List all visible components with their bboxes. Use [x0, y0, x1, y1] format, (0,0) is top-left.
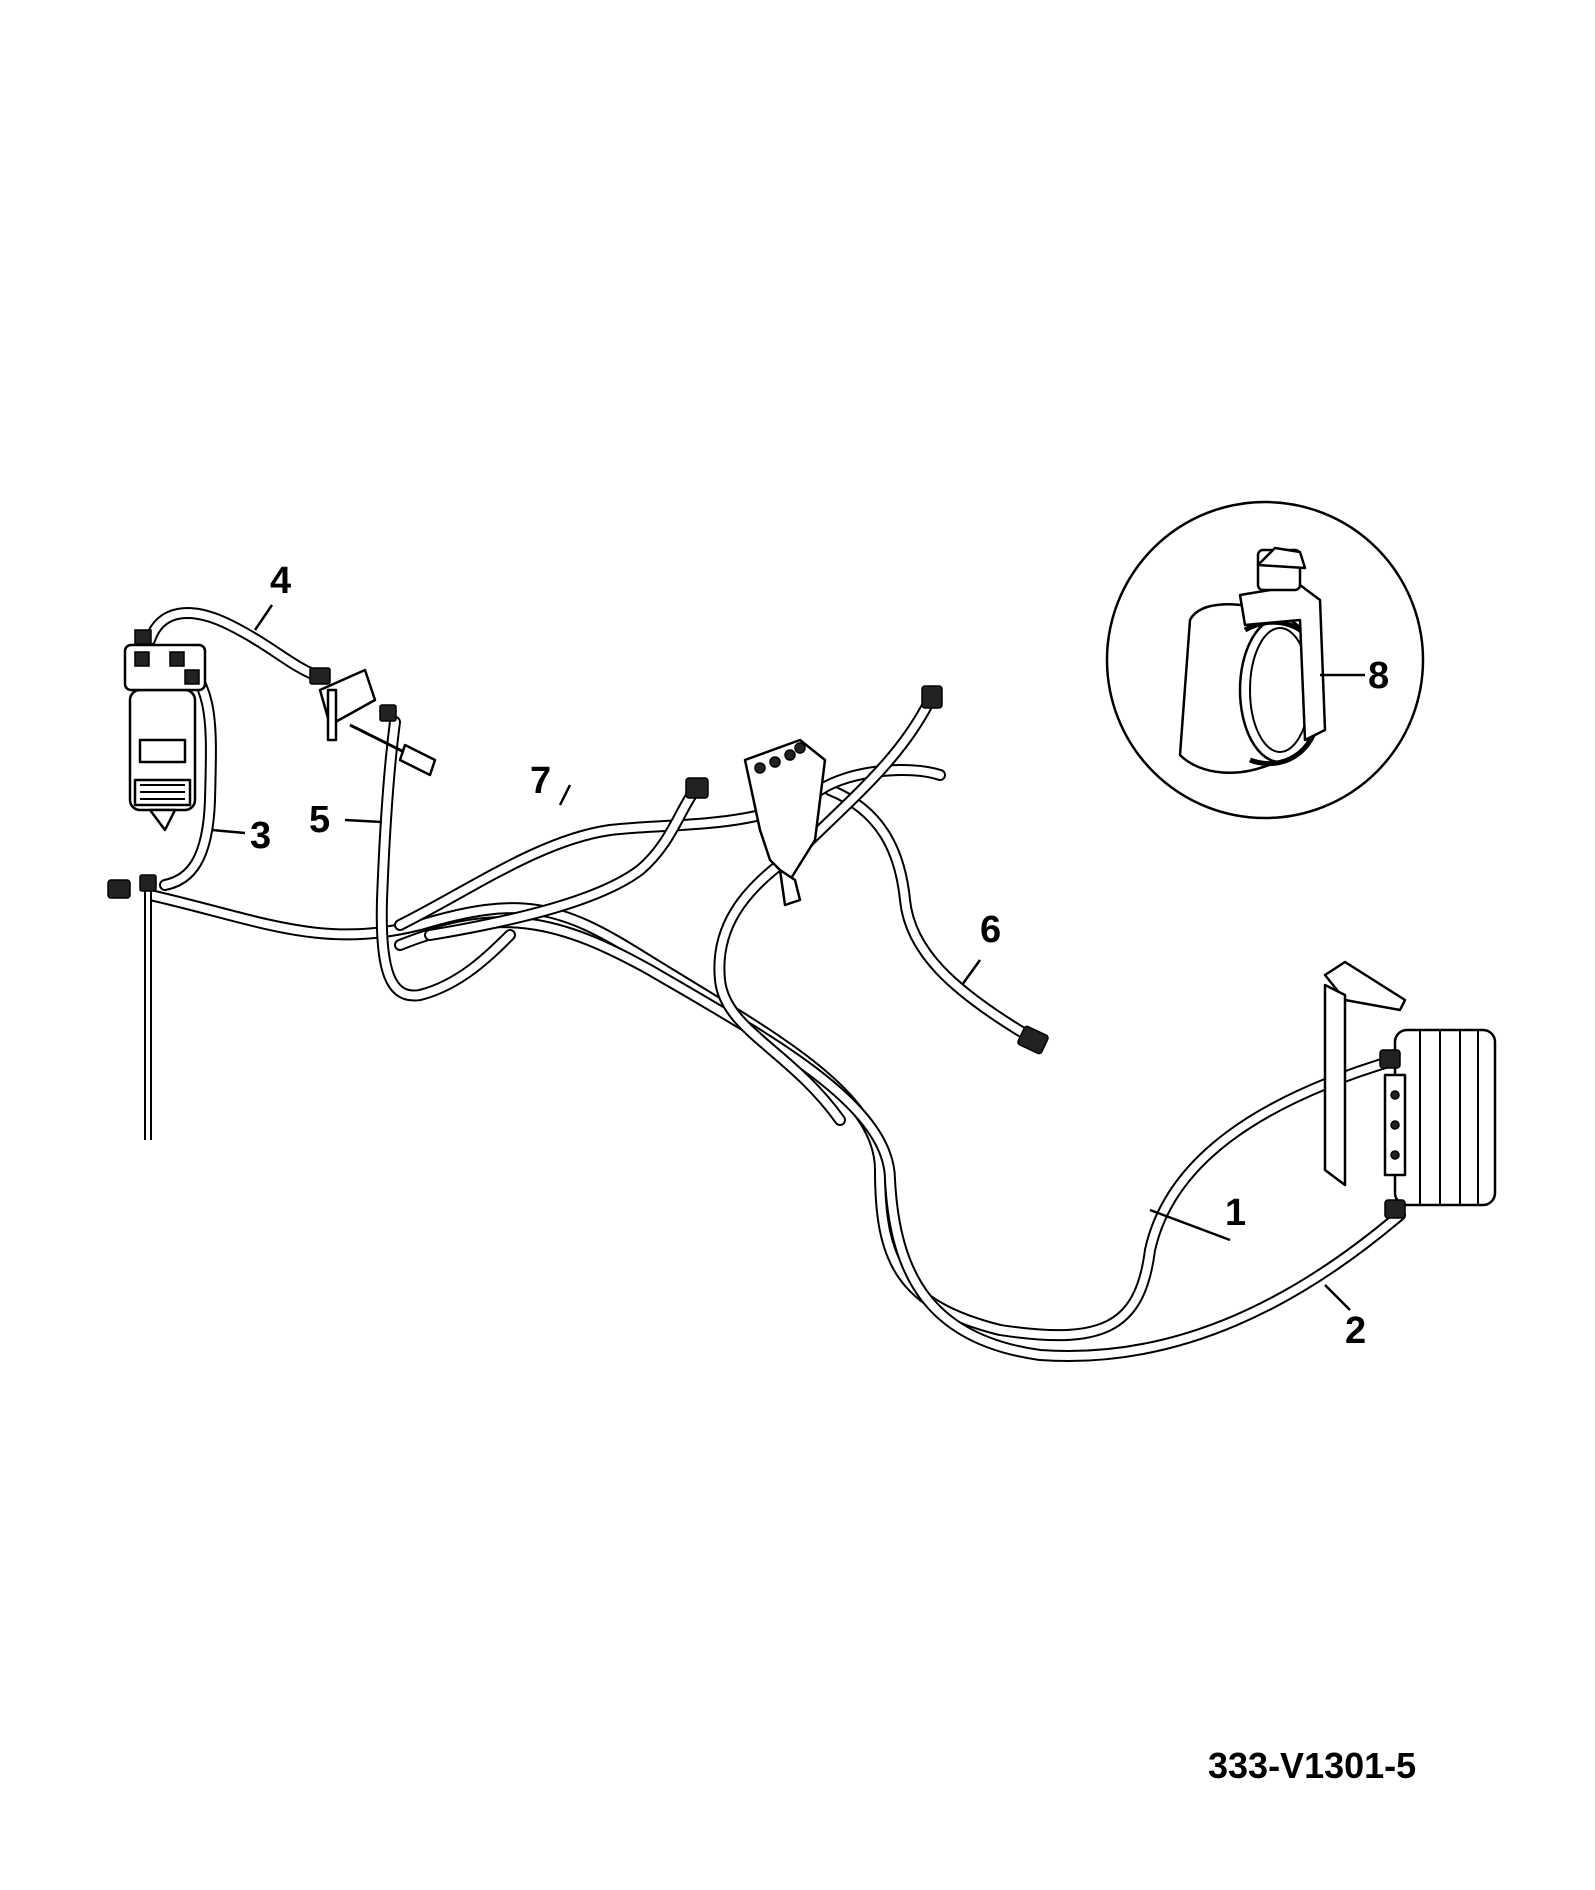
callout-5: 5 [309, 799, 330, 841]
callout-4: 4 [270, 560, 291, 602]
hose-upper-branch [713, 694, 936, 1126]
hose-7 [394, 764, 946, 931]
fitting-top-right [921, 685, 943, 709]
leader-lines [211, 604, 1365, 1311]
fuel-filter [107, 629, 207, 1140]
hose-6 [824, 784, 1041, 1046]
callout-7: 7 [530, 760, 551, 802]
fitting-left-upper [685, 777, 709, 799]
callout-3: 3 [250, 815, 271, 857]
valve-block [309, 667, 437, 777]
mounting-bracket [743, 738, 827, 907]
oil-cooler [1323, 960, 1497, 1219]
clamp-detail-view [1105, 500, 1425, 820]
hose-1 [144, 889, 1401, 1342]
callout-8: 8 [1368, 655, 1389, 697]
callout-6: 6 [980, 909, 1001, 951]
fitting-hose-6-end [1017, 1025, 1049, 1055]
callout-2: 2 [1345, 1310, 1366, 1352]
hose-4 [144, 607, 321, 681]
drawing-code: 333-V1301-5 [1208, 1745, 1416, 1786]
callout-1: 1 [1225, 1192, 1246, 1234]
hose-7-branch [424, 784, 701, 941]
hose-2 [394, 916, 1406, 1362]
hose-5 [375, 716, 516, 1002]
